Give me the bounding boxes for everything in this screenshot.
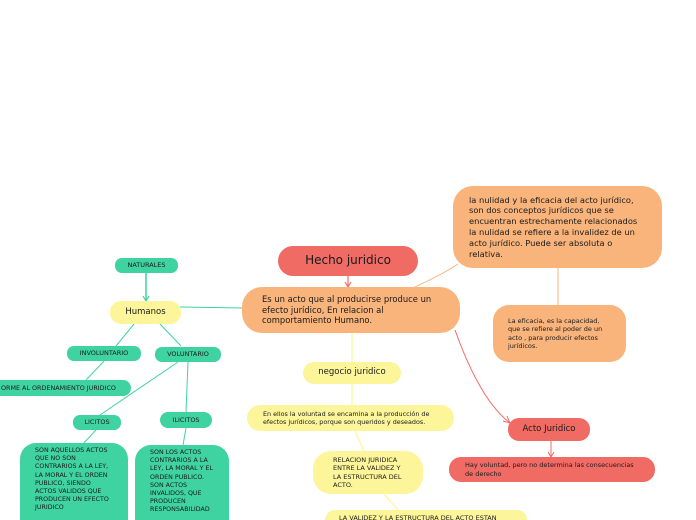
- node-hecho-juridico[interactable]: Hecho juridico: [278, 246, 418, 276]
- node-negocio-juridico[interactable]: negocio juridico: [303, 362, 401, 384]
- connector-voluntario-licitos: [99, 361, 179, 416]
- node-conforme-ordenamiento-text: ORME AL ORDENAMIENTO JURIDICO: [1, 383, 116, 392]
- node-licitos[interactable]: LICITOS: [73, 415, 121, 430]
- node-eficacia-text: La eficacia, es la capacidad, que se ref…: [508, 316, 603, 350]
- node-involuntario-label: INVOLUNTARIO: [79, 349, 129, 358]
- connector-licitos-desc: [81, 429, 97, 446]
- connector-voluntario-ilicitos: [185, 361, 189, 413]
- node-voluntad-text: Hay voluntad, pero no determina las cons…: [465, 461, 634, 478]
- connector-definition-acto: [454, 329, 511, 424]
- node-voluntario[interactable]: VOLUNTARIO: [155, 347, 221, 362]
- node-acto-juridico[interactable]: Acto Juridico: [508, 418, 590, 441]
- node-licitos-desc-text: SON AQUELLOS ACTOS QUE NO SON CONTRARIOS…: [35, 447, 109, 512]
- node-naturales-label: NATURALES: [127, 261, 166, 270]
- node-ilicitos-label: ILICITOS: [172, 415, 200, 424]
- node-ilicitos-desc-text: SON LOS ACTOS CONTRARIOS A LA LEY, LA MO…: [150, 449, 213, 514]
- node-hecho-juridico-label: Hecho juridico: [305, 253, 391, 268]
- node-naturales[interactable]: NATURALES: [115, 258, 178, 273]
- node-licitos-label: LICITOS: [84, 418, 110, 427]
- node-humanos-label: Humanos: [125, 306, 166, 317]
- node-nulidad-text: la nulidad y la eficacia del acto jurídi…: [469, 194, 638, 259]
- node-validez-text: LA VALIDEZ Y LA ESTRUCTURA DEL ACTO ESTA…: [339, 514, 497, 520]
- connector-ilicitos-desc: [182, 427, 187, 446]
- node-voluntario-label: VOLUNTARIO: [167, 350, 209, 359]
- node-definition-text: Es un acto que al producirse produce un …: [262, 293, 432, 326]
- node-negocio-juridico-label: negocio juridico: [318, 367, 386, 378]
- node-eficacia[interactable]: La eficacia, es la capacidad, que se ref…: [493, 305, 626, 362]
- connector-definition-humanos: [179, 306, 244, 309]
- node-acto-juridico-label: Acto Juridico: [522, 423, 576, 434]
- node-ilicitos-desc[interactable]: SON LOS ACTOS CONTRARIOS A LA LEY, LA MO…: [135, 445, 229, 520]
- node-negocio-desc[interactable]: En ellos la voluntad se encamina a la pr…: [247, 405, 454, 431]
- connector-humanos-voluntario: [159, 323, 182, 347]
- connector-desc-relacion: [354, 430, 365, 452]
- connector-involuntario-conforme: [85, 360, 105, 381]
- connector-humanos-involuntario: [115, 323, 135, 347]
- node-definition[interactable]: Es un acto que al producirse produce un …: [242, 287, 460, 333]
- node-conforme-ordenamiento[interactable]: ORME AL ORDENAMIENTO JURIDICO: [0, 380, 131, 396]
- node-involuntario[interactable]: INVOLUNTARIO: [67, 346, 141, 361]
- node-nulidad[interactable]: la nulidad y la eficacia del acto jurídi…: [453, 186, 662, 268]
- node-ilicitos[interactable]: ILICITOS: [160, 412, 212, 428]
- connector-relacion-validez: [383, 493, 401, 513]
- node-validez[interactable]: LA VALIDEZ Y LA ESTRUCTURA DEL ACTO ESTA…: [325, 510, 527, 520]
- node-humanos[interactable]: Humanos: [110, 301, 181, 324]
- node-voluntad[interactable]: Hay voluntad, pero no determina las cons…: [449, 457, 655, 482]
- node-negocio-desc-text: En ellos la voluntad se encamina a la pr…: [263, 409, 430, 426]
- node-relacion-juridica-text: RELACION JURIDICA ENTRE LA VALIDEZ Y LA …: [333, 455, 402, 489]
- node-licitos-desc[interactable]: SON AQUELLOS ACTOS QUE NO SON CONTRARIOS…: [20, 443, 128, 520]
- node-relacion-juridica[interactable]: RELACION JURIDICA ENTRE LA VALIDEZ Y LA …: [313, 451, 423, 494]
